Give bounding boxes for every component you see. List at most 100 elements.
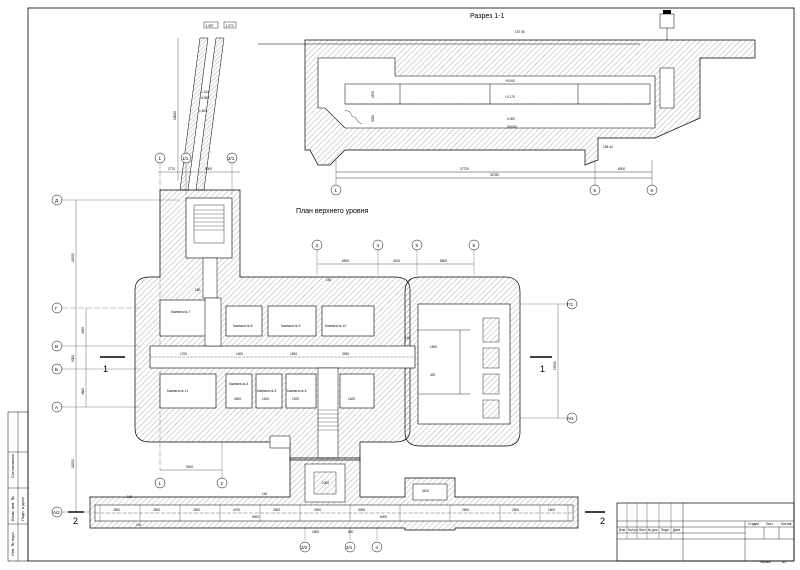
plan-dim-misc-13: 400 xyxy=(430,373,436,377)
plan-dim-bottom-a: 9000 xyxy=(186,465,193,469)
section-marks: 1 1 2 2 xyxy=(68,356,605,526)
section-axis-6: 6 xyxy=(651,188,654,193)
plan-dim-misc-11: 1400 xyxy=(348,397,355,401)
section-elev-upper: +5.000 xyxy=(505,79,515,83)
plan-axis-5: 5 xyxy=(416,243,419,248)
plan-title: План верхнего уровня xyxy=(296,208,368,215)
plan-dim-top-c: 6900 xyxy=(342,259,349,263)
section-dim-h2: 3000 xyxy=(371,115,375,122)
tunnel-dim-4: 4700 xyxy=(233,508,240,512)
tb-col-sheet: Лист xyxy=(639,528,646,532)
tunnel-dim-13: 1000 xyxy=(322,481,329,485)
tb-sheet: Лист xyxy=(766,522,773,526)
room-11: Комната № 11 xyxy=(167,389,188,393)
room-9: Комната № 9 xyxy=(281,324,301,328)
plan-dim-top-d: 4100 xyxy=(393,259,400,263)
upper-level-plan: План верхнего уровня 1 1/1 2/1 2770 3300… xyxy=(51,152,605,526)
shaft-tag-1: 1.397 xyxy=(206,24,214,28)
tunnel-dim-3: 2500 xyxy=(153,508,160,512)
section-elev-base: 155.44 xyxy=(603,145,613,149)
tunnel-dim-12: 6000 xyxy=(380,515,387,519)
plan-axis-B: Б xyxy=(55,367,58,372)
plan-dim-top-e: 8500 xyxy=(440,259,447,263)
tb-col-doc: № док. xyxy=(648,528,658,532)
plan-dim-left-c: 2000 xyxy=(71,355,75,362)
tunnel-dim-9: 1500 xyxy=(548,508,555,512)
tunnel-dim-15: 3000 xyxy=(358,508,365,512)
tunnel-dim-7: 2500 xyxy=(462,508,469,512)
plan-dim-misc-12: 1400 xyxy=(430,345,437,349)
sheet-frame xyxy=(27,7,795,562)
tb-col-change: Изм. xyxy=(619,528,626,532)
plan-dim-left-e: 11000 xyxy=(71,459,75,468)
room-5: Комната № 5 xyxy=(257,389,277,393)
room-8: Комната № 8 xyxy=(233,324,253,328)
room-7: Комната № 7 xyxy=(171,310,191,314)
plan-dim-misc-4: 1700 xyxy=(180,352,187,356)
plan-axis-G1: Г/1 xyxy=(567,302,574,307)
margin-stamp: Согласовано Взам. инв. № Инв. № подл. По… xyxy=(7,411,29,562)
tb-format-value: А3 xyxy=(782,560,786,564)
section-elev-floor: 0.000 xyxy=(507,117,515,121)
plan-axis-3: 3 xyxy=(316,243,319,248)
plan-dim-top-a: 2770 xyxy=(168,167,175,171)
plan-axis-bottom-1: 1 xyxy=(159,481,162,486)
plan-axis-D: Д xyxy=(55,198,58,203)
tb-col-sign: Подп. xyxy=(661,528,670,532)
section-elev-top: 157.90 xyxy=(515,30,525,34)
margin-label-replaced: Взам. инв. № xyxy=(10,496,15,521)
section-dim-left: 27720 xyxy=(460,167,469,171)
section-title: Разрез 1-1 xyxy=(470,13,504,20)
tunnel-dim-14: 3000 xyxy=(314,508,321,512)
section-dim-total: 32780 xyxy=(490,173,499,177)
plan-axes-right: Г/1 А/1 13500 xyxy=(520,298,578,424)
tunnel-dim-16: 1500 xyxy=(312,530,319,534)
plan-axis-6: 6 xyxy=(473,243,476,248)
shaft-dim-b: 1.500 xyxy=(199,109,207,113)
room-4: Комната № 4 xyxy=(229,382,249,386)
tunnel-dim-5: 2500 xyxy=(193,508,200,512)
section-mark-right: 1 xyxy=(540,364,545,374)
tunnel-dim-17: 800 xyxy=(348,530,354,534)
plan-dim-misc-9: 1400 xyxy=(262,397,269,401)
plan-axis-A1: А/1 xyxy=(567,416,574,421)
plan-axes-left: Д Г В Б А А/2 11000 4000 2000 4800 11000 xyxy=(51,194,180,518)
plan-axis-V: В xyxy=(55,344,58,349)
lower-tunnel: 140 2500 2500 4700 2500 2500 2500 2500 1… xyxy=(89,457,579,553)
section-dim-right: 6000 xyxy=(618,167,625,171)
plan-dim-misc-8: 3000 xyxy=(234,397,241,401)
plan-axes-bottom: 9000 1 2 xyxy=(154,442,228,489)
plan-dim-misc-10: 1200 xyxy=(292,397,299,401)
shaft-tag-2: 1.270 xyxy=(226,24,234,28)
plan-dim-left-d: 4800 xyxy=(81,388,85,395)
tb-col-count: Кол.уч. xyxy=(628,528,639,532)
margin-label-inventory: Инв. № подл. xyxy=(10,531,15,556)
tunnel-dim-18: 140 xyxy=(136,523,142,527)
section-axis-1: 1 xyxy=(335,188,338,193)
tunnel-dim-10: 3100 xyxy=(422,489,429,493)
section-mark-2-left: 2 xyxy=(73,516,78,526)
shaft-dim-a: 4.080 xyxy=(201,96,209,100)
tunnel-dim-1: 140 xyxy=(127,495,133,499)
plan-axes-top2: 3 4 5 6 6900 4100 8500 xyxy=(311,239,480,275)
plan-dim-top-b: 3300 xyxy=(205,167,212,171)
tb-col-date: Дата xyxy=(673,528,680,532)
room-10: Комната № 10 xyxy=(325,324,346,328)
section-mark-left: 1 xyxy=(103,364,108,374)
tunnel-axis-3-1: 3/1 xyxy=(346,545,353,550)
plan-dim-misc-6: 1500 xyxy=(290,352,297,356)
tunnel-dim-6: 2500 xyxy=(273,508,280,512)
inclined-shaft: 1.397 1.270 18000 4.080 1.500 1.144 xyxy=(173,21,237,191)
tb-stage: Стадия xyxy=(748,522,759,526)
shaft-dim-length: 18000 xyxy=(173,111,177,120)
tunnel-dim-8: 2500 xyxy=(512,508,519,512)
section-dim-h1: 2870 xyxy=(371,91,375,98)
room-6: Комната № 6 xyxy=(287,389,307,393)
plan-axis-bottom-2: 2 xyxy=(221,481,224,486)
title-block: Изм. Кол.уч. Лист № док. Подп. Дата Стад… xyxy=(616,502,795,564)
plan-dim-right: 13500 xyxy=(553,361,557,370)
section-elev-floor-note: (55.50) xyxy=(507,125,517,129)
plan-dim-left-b: 4000 xyxy=(81,327,85,334)
plan-axis-G: Г xyxy=(55,306,58,311)
